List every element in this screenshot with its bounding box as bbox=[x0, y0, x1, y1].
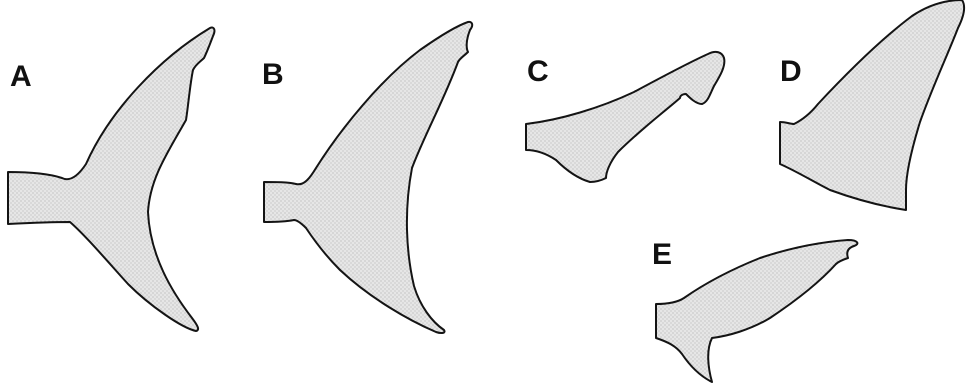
panel-label-c: C bbox=[527, 55, 549, 88]
tail-fin-a-shape bbox=[7, 26, 216, 332]
panel-label-b: B bbox=[262, 58, 284, 91]
panel-label-a: A bbox=[10, 60, 32, 93]
tail-fin-c-shape bbox=[525, 50, 726, 183]
tail-fin-d-shape bbox=[779, 0, 966, 211]
tail-fin-e-shape bbox=[655, 239, 859, 383]
tail-fin-b-shape bbox=[263, 20, 474, 335]
panel-label-e: E bbox=[652, 238, 673, 271]
panel-label-d: D bbox=[780, 55, 802, 88]
